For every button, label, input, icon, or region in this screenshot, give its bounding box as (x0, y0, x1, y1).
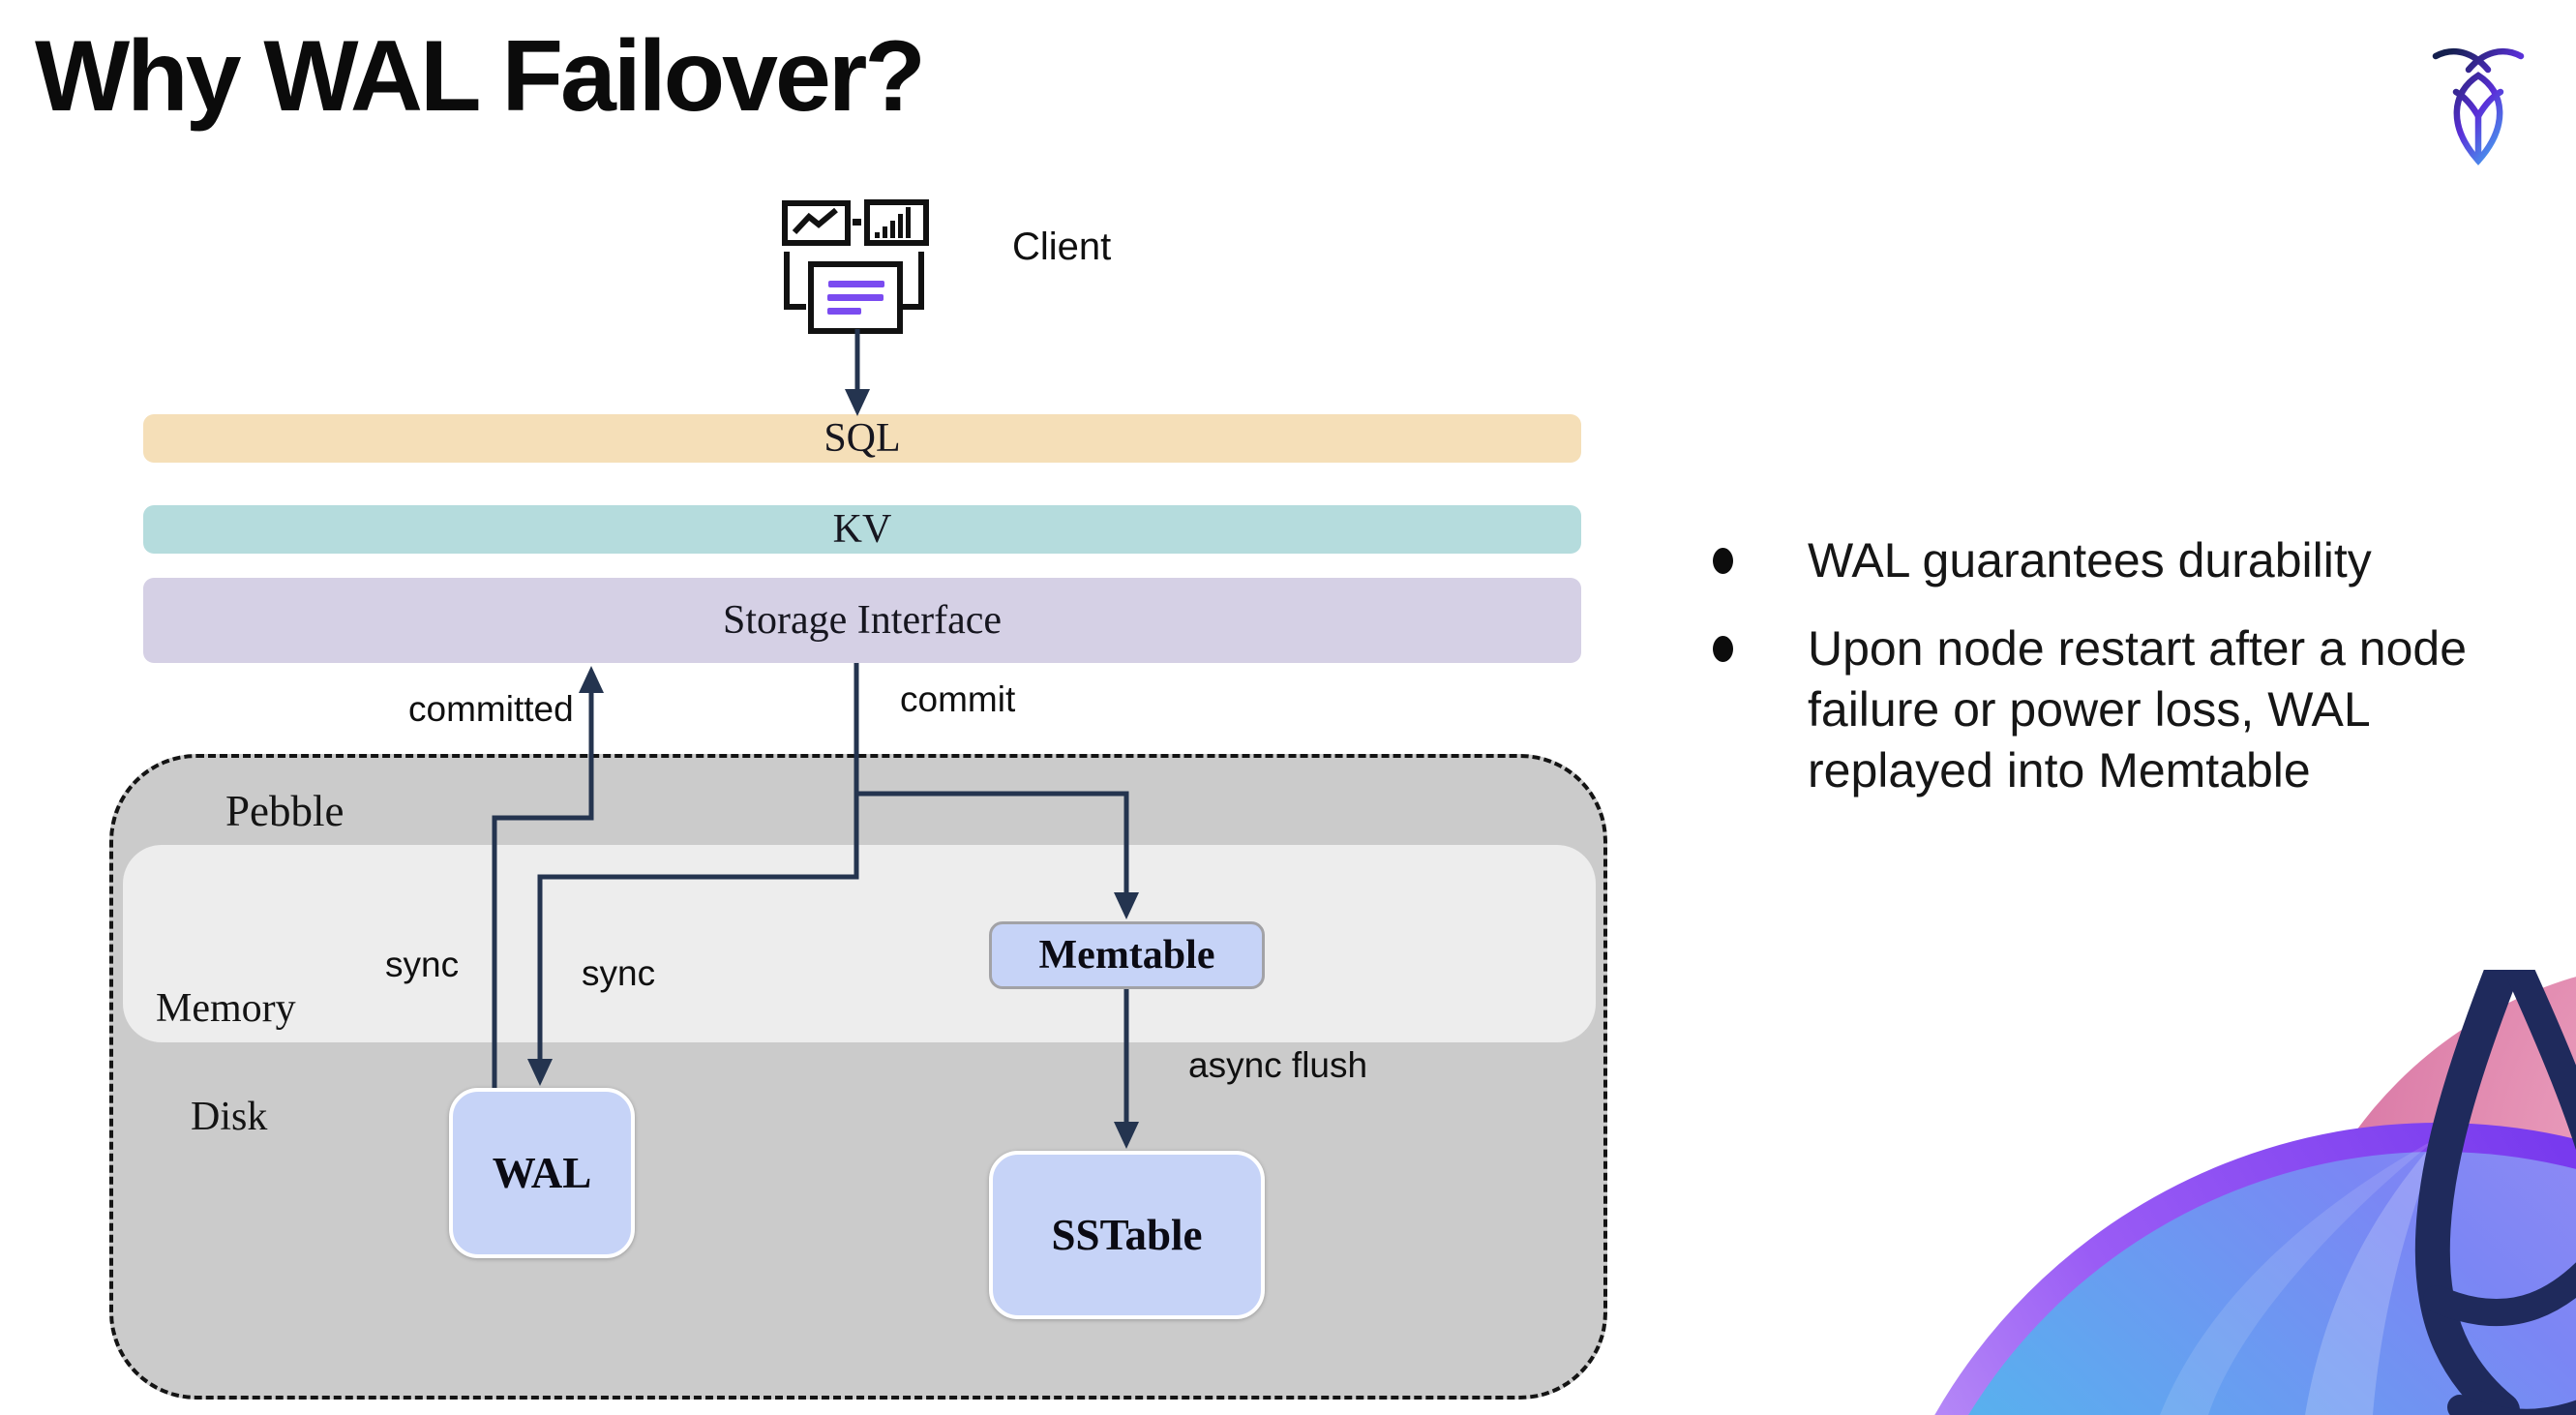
bullet-text: WAL guarantees durability (1808, 533, 2372, 587)
bullet-item: WAL guarantees durability (1711, 530, 2524, 591)
node-memtable-label: Memtable (1038, 933, 1215, 978)
cockroachdb-logo-icon (2432, 47, 2525, 166)
sphere-highlight (2305, 1137, 2439, 1415)
disk-label: Disk (191, 1095, 268, 1139)
pebble-label: Pebble (225, 787, 344, 835)
layer-bar-kv: KV (143, 505, 1581, 554)
edge-label-sync-wal: sync (385, 945, 460, 984)
client-icon (782, 199, 929, 334)
edge-label-sync-mid: sync (582, 953, 656, 993)
layer-bar-storage-interface: Storage Interface (143, 578, 1581, 663)
sphere-highlight (2160, 1137, 2439, 1415)
edge-label-committed: committed (408, 689, 574, 729)
bullet-item: Upon node restart after a node failure o… (1711, 618, 2524, 801)
node-memtable: Memtable (989, 921, 1265, 989)
page-title: Why WAL Failover? (35, 20, 926, 133)
layer-bar-sql-label: SQL (824, 416, 901, 461)
committed-arrowhead-icon (579, 666, 604, 693)
brand-art-graphic (1934, 970, 2576, 1415)
bullet-list: WAL guarantees durability Upon node rest… (1711, 530, 2524, 828)
leaf-veins (2414, 970, 2576, 1415)
client-label: Client (1012, 226, 1112, 268)
node-wal-label: WAL (492, 1149, 592, 1197)
bullet-text: Upon node restart after a node failure o… (1808, 621, 2468, 798)
node-sstable-label: SSTable (1051, 1211, 1203, 1259)
node-wal: WAL (449, 1088, 635, 1258)
edge-label-commit: commit (900, 679, 1016, 719)
edge-label-async-flush: async flush (1188, 1045, 1368, 1085)
client-arrowhead-icon (845, 389, 870, 416)
memory-label: Memory (156, 986, 296, 1031)
layer-bar-sql: SQL (143, 414, 1581, 463)
layer-bar-storage-label: Storage Interface (723, 598, 1002, 643)
layer-bar-kv-label: KV (832, 507, 892, 552)
node-sstable: SSTable (989, 1151, 1265, 1319)
memory-region (123, 845, 1596, 1042)
